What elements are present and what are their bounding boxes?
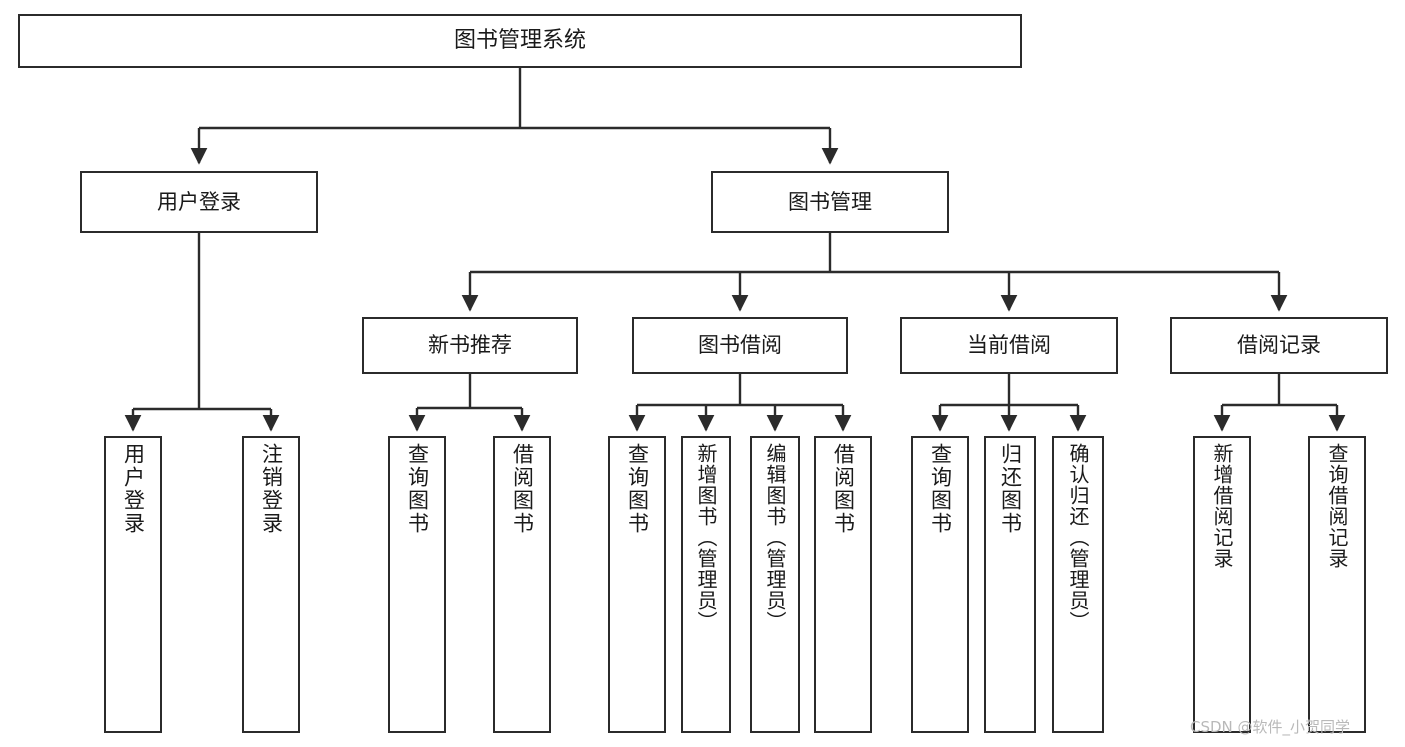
node-label: 图书管理系统 — [453, 28, 586, 54]
leaf-query-book-current[interactable]: 查询图书 — [911, 436, 969, 733]
node-book-management[interactable]: 图书管理 — [711, 171, 949, 233]
node-label: 新书推荐 — [428, 333, 512, 358]
node-root-book-management-system[interactable]: 图书管理系统 — [18, 14, 1022, 68]
node-label: 新增借阅记录 — [1210, 443, 1234, 569]
node-label: 查询图书 — [625, 443, 650, 535]
node-label: 图书借阅 — [698, 333, 782, 358]
node-label: 查询图书 — [928, 443, 953, 535]
csdn-watermark: CSDN @软件_小贺同学 — [1190, 718, 1351, 736]
node-label: 当前借阅 — [967, 333, 1051, 358]
node-label: 借阅图书 — [510, 443, 535, 535]
node-label: 图书管理 — [788, 189, 872, 214]
node-current-borrow[interactable]: 当前借阅 — [900, 317, 1118, 374]
leaf-return-book[interactable]: 归还图书 — [984, 436, 1036, 733]
leaf-logout[interactable]: 注销登录 — [242, 436, 300, 733]
node-label: 编辑图书（管理员） — [763, 443, 787, 632]
node-label: 用户登录 — [121, 443, 146, 535]
leaf-add-borrow-record[interactable]: 新增借阅记录 — [1193, 436, 1251, 733]
leaf-query-borrow-record[interactable]: 查询借阅记录 — [1308, 436, 1366, 733]
leaf-confirm-return-admin[interactable]: 确认归还（管理员） — [1052, 436, 1104, 733]
node-label: 归还图书 — [998, 443, 1023, 535]
node-book-borrow[interactable]: 图书借阅 — [632, 317, 848, 374]
node-label: 新增图书（管理员） — [694, 443, 718, 632]
leaf-query-book-borrow[interactable]: 查询图书 — [608, 436, 666, 733]
node-new-book-recommend[interactable]: 新书推荐 — [362, 317, 578, 374]
leaf-borrow-book[interactable]: 借阅图书 — [814, 436, 872, 733]
node-user-login[interactable]: 用户登录 — [80, 171, 318, 233]
node-label: 注销登录 — [259, 443, 284, 535]
node-label: 借阅记录 — [1237, 333, 1321, 358]
leaf-user-login[interactable]: 用户登录 — [104, 436, 162, 733]
leaf-edit-book-admin[interactable]: 编辑图书（管理员） — [750, 436, 800, 733]
leaf-add-book-admin[interactable]: 新增图书（管理员） — [681, 436, 731, 733]
node-label: 确认归还（管理员） — [1066, 443, 1090, 632]
node-borrow-record[interactable]: 借阅记录 — [1170, 317, 1388, 374]
node-label: 借阅图书 — [831, 443, 856, 535]
leaf-query-book-recommend[interactable]: 查询图书 — [388, 436, 446, 733]
node-label: 用户登录 — [157, 189, 241, 214]
node-label: 查询图书 — [405, 443, 430, 535]
leaf-borrow-book-recommend[interactable]: 借阅图书 — [493, 436, 551, 733]
node-label: 查询借阅记录 — [1325, 443, 1349, 569]
